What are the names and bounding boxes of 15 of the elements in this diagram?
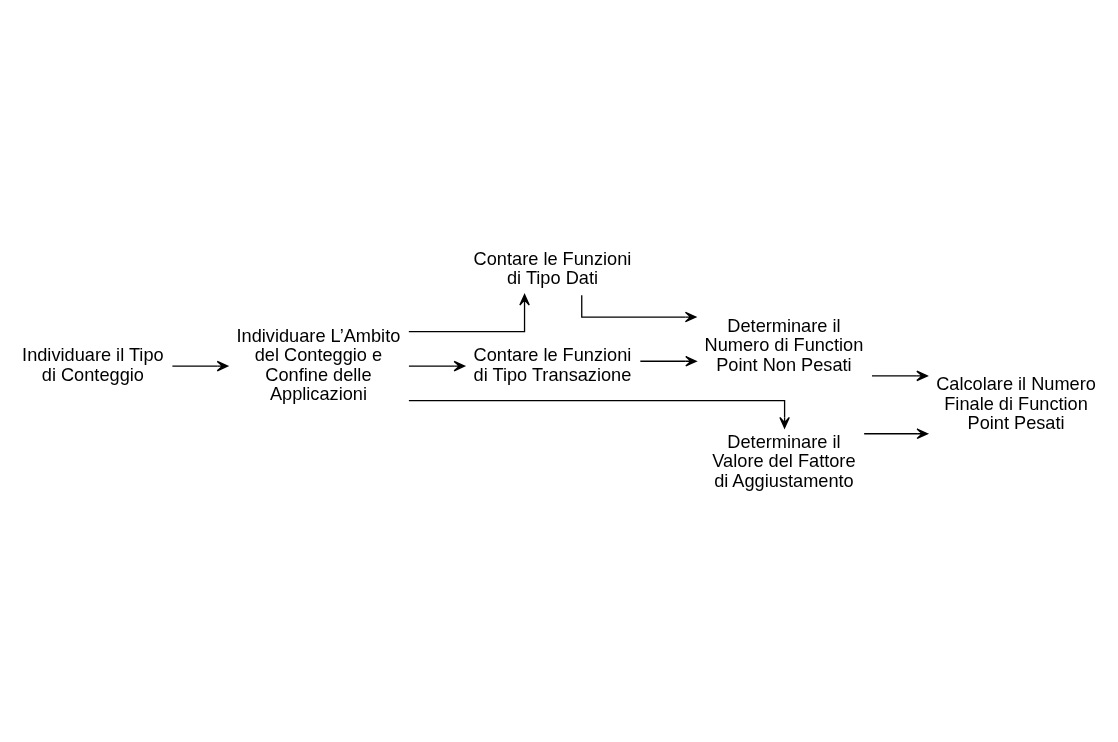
node-text: Determinare il Valore del Fattore di Aggiustamento bbox=[712, 431, 856, 491]
node-text: Calcolare il Numero Finale di Function Point Pesati bbox=[936, 374, 1096, 434]
arrow bbox=[863, 428, 929, 440]
arrow bbox=[871, 370, 928, 382]
node-text: Individuare L’Ambito del Conteggio e Confine delle Applicazioni bbox=[236, 325, 401, 405]
arrow bbox=[581, 294, 697, 323]
arrow bbox=[408, 294, 530, 333]
arrow bbox=[408, 360, 466, 372]
node-text: Individuare il Tipo di Conteggio bbox=[22, 345, 164, 385]
node-text: Contare le Funzioni di Tipo Dati bbox=[473, 248, 632, 289]
node-text: Determinare il Numero di Function Point Non Pesati bbox=[704, 315, 864, 375]
arrow bbox=[408, 399, 790, 429]
node-text: Contare le Funzioni di Tipo Transazione bbox=[473, 345, 632, 385]
arrow bbox=[639, 355, 697, 367]
arrow bbox=[171, 360, 229, 372]
